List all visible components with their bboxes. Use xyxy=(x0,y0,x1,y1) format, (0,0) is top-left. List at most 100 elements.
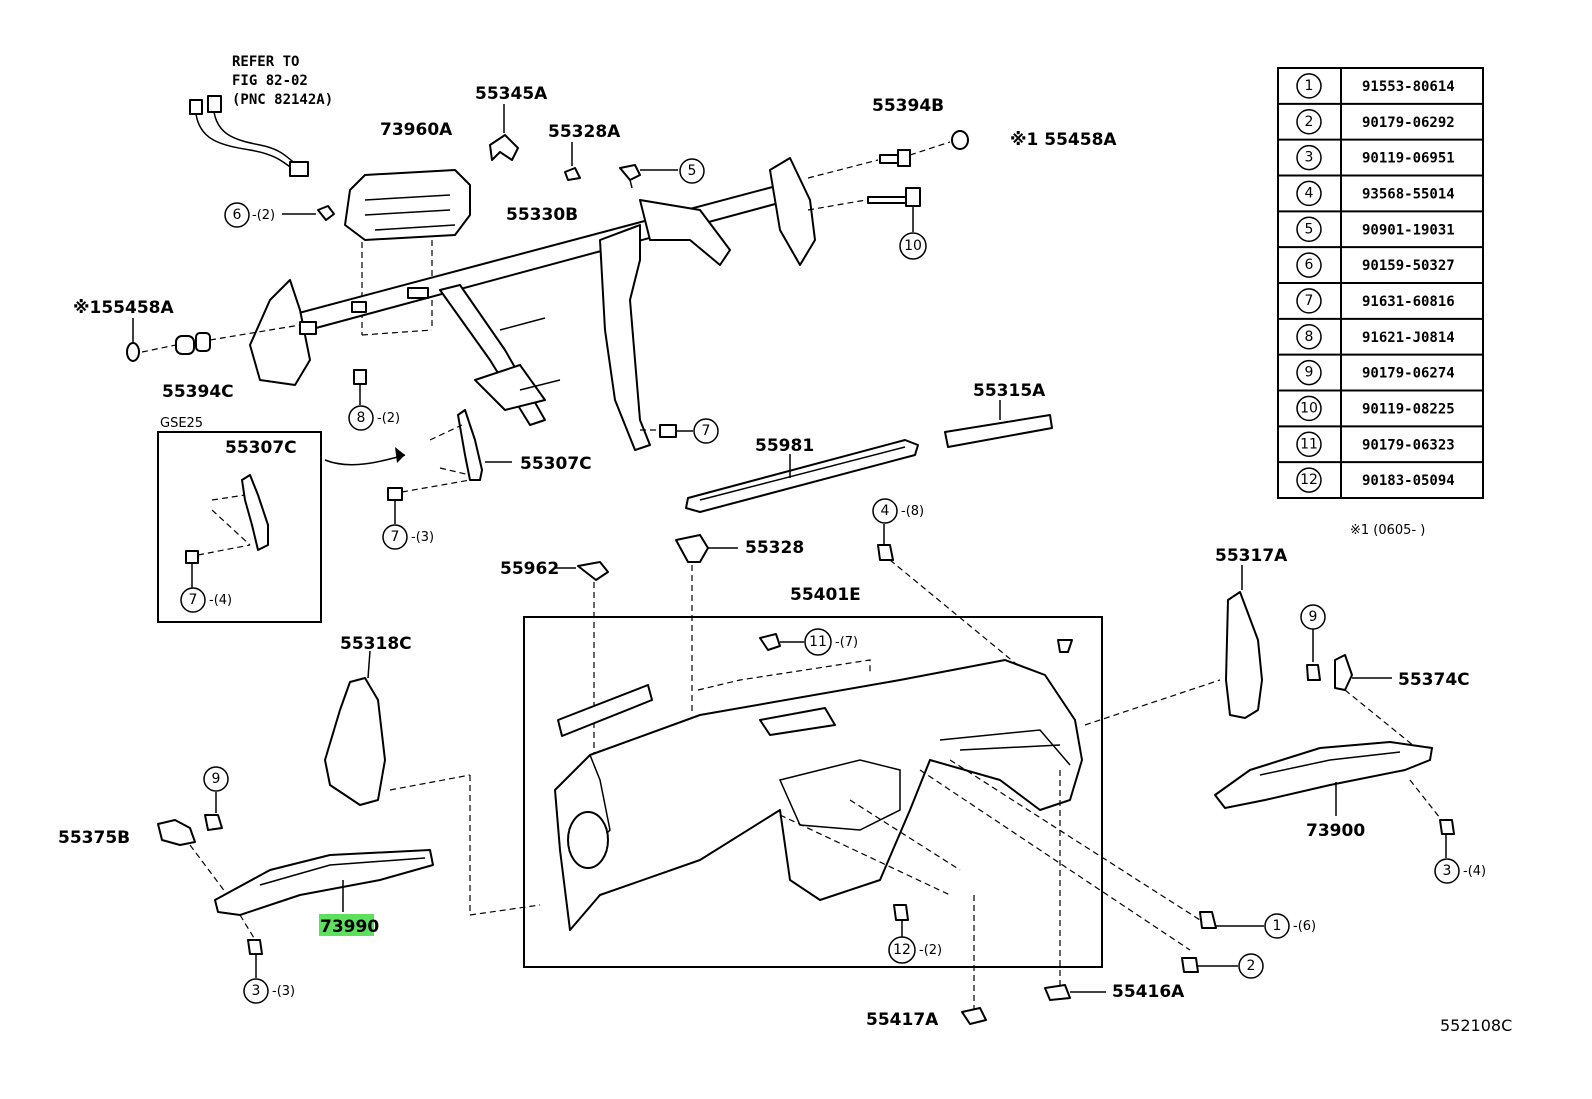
parts-table-part-number: 90179-06292 xyxy=(1362,115,1455,131)
right-end-parts-drawing xyxy=(807,130,969,232)
screw-3-right-drawing xyxy=(1409,779,1455,858)
wire-harness-drawing xyxy=(189,95,309,177)
clip-55417A-drawing xyxy=(961,895,987,1025)
callout-9-right: 9 xyxy=(1300,604,1326,630)
callout-9-left: 9 xyxy=(203,766,229,792)
part-labels: 73960A 55345A 55328A 55394B ※1 55458A 55… xyxy=(58,84,1470,1030)
clip-12-drawing xyxy=(893,904,909,938)
part-label-55328: 55328 xyxy=(745,538,804,558)
bracket-55345A-drawing xyxy=(489,104,519,161)
callout-12: 12 -(2) xyxy=(888,936,942,964)
refer-note: REFER TO FIG 82-02 (PNC 82142A) xyxy=(232,54,333,108)
callout-4: 4-(8) xyxy=(872,498,924,524)
callout-7-inset: 7-(4) xyxy=(180,587,232,613)
part-label-55981: 55981 xyxy=(755,436,814,456)
defroster-duct-55981-drawing xyxy=(685,439,919,513)
passenger-airbag-73960A-drawing xyxy=(344,169,471,336)
clip-55328-drawing xyxy=(675,534,738,712)
nut-9-right-drawing xyxy=(1306,629,1321,681)
parts-table-ref: 7 xyxy=(1305,293,1314,309)
part-label-55317A: 55317A xyxy=(1215,546,1288,566)
inset-arrowhead xyxy=(395,447,405,463)
callout-7-upper: 7 xyxy=(693,418,719,444)
callout-10: 10 xyxy=(899,232,927,260)
part-label-55375B: 55375B xyxy=(58,828,130,848)
part-label-55328A: 55328A xyxy=(548,122,621,142)
callout-2: 2 xyxy=(1238,953,1264,979)
bracket-55375B-drawing xyxy=(157,792,236,906)
part-label-73960A: 73960A xyxy=(380,120,453,140)
parts-table-part-number: 90183-05094 xyxy=(1362,473,1455,489)
callouts: 6-(2) 5 10 8-(2) 7 7-(3) 7-(4) 4-(8) 11-… xyxy=(180,158,1486,1004)
screw-5-drawing xyxy=(619,164,678,189)
part-label-55458A-right: ※1 55458A xyxy=(1010,130,1117,150)
svg-text:REFER TO: REFER TO xyxy=(232,54,299,70)
glove-box-73900-drawing xyxy=(1214,741,1433,816)
instrument-panel-reinforcement-55330B-drawing xyxy=(249,157,816,451)
parts-table-ref: 10 xyxy=(1300,400,1318,416)
screw-3-lower-drawing xyxy=(239,914,263,978)
part-label-55962: 55962 xyxy=(500,559,559,579)
parts-table-part-number: 91631-60816 xyxy=(1362,294,1455,310)
svg-text:-(7): -(7) xyxy=(835,635,858,650)
part-label-55394B: 55394B xyxy=(872,96,944,116)
part-label-55307C: 55307C xyxy=(520,454,592,474)
part-label-55374C: 55374C xyxy=(1398,670,1470,690)
svg-text:7: 7 xyxy=(391,529,400,545)
svg-text:-(2): -(2) xyxy=(919,943,942,958)
gse25-inset: GSE25 xyxy=(157,416,322,623)
pad-55315A-drawing xyxy=(944,400,1053,448)
bolt-6-drawing xyxy=(282,205,335,221)
callout-5: 5 xyxy=(679,158,705,184)
svg-text:9: 9 xyxy=(1309,609,1318,625)
svg-text:7: 7 xyxy=(702,423,711,439)
parts-table-ref: 11 xyxy=(1300,436,1318,452)
svg-text:3: 3 xyxy=(252,983,261,999)
svg-text:FIG 82-02: FIG 82-02 xyxy=(232,73,308,89)
parts-table-ref: 8 xyxy=(1305,329,1314,345)
svg-text:12: 12 xyxy=(893,942,911,958)
part-label-73900: 73900 xyxy=(1306,821,1365,841)
svg-text:-(4): -(4) xyxy=(1463,864,1486,879)
svg-text:6: 6 xyxy=(233,207,242,223)
parts-table-ref: 5 xyxy=(1305,221,1314,237)
part-label-55416A: 55416A xyxy=(1112,982,1185,1002)
nut-2-drawing xyxy=(1181,957,1238,973)
parts-table-ref: 9 xyxy=(1305,365,1314,381)
parts-table-row: 9 90179-06274 xyxy=(1278,353,1483,386)
callout-1: 1-(6) xyxy=(1264,913,1316,939)
svg-text:5: 5 xyxy=(688,163,697,179)
parts-table-row: 5 90901-19031 xyxy=(1278,210,1483,242)
parts-table-part-number: 90119-08225 xyxy=(1362,401,1455,417)
parts-table-row: 10 90119-08225 xyxy=(1278,389,1483,422)
parts-table-part-number: 90901-19031 xyxy=(1362,222,1455,238)
svg-text:-(2): -(2) xyxy=(377,411,400,426)
part-label-55345A: 55345A xyxy=(475,84,548,104)
svg-text:-(3): -(3) xyxy=(411,530,434,545)
part-label-55401E: 55401E xyxy=(790,585,861,605)
glove-box-door-73990-drawing xyxy=(214,849,434,936)
svg-text:9: 9 xyxy=(212,771,221,787)
brace-55307C-drawing xyxy=(387,409,512,524)
svg-text:8: 8 xyxy=(357,410,366,426)
part-label-55417A: 55417A xyxy=(866,1010,939,1030)
parts-table-row: 7 91631-60816 xyxy=(1278,282,1483,314)
callout-7-middle: 7 -(3) xyxy=(382,524,434,550)
svg-text:7: 7 xyxy=(189,592,198,608)
svg-text:11: 11 xyxy=(809,634,827,650)
parts-table-part-number: 91621-J0814 xyxy=(1362,330,1455,346)
parts-table-ref: 12 xyxy=(1300,472,1318,488)
bracket-bolts-drawing xyxy=(299,287,429,335)
svg-text:2: 2 xyxy=(1247,958,1256,974)
svg-text:10: 10 xyxy=(904,238,922,254)
svg-text:-(8): -(8) xyxy=(901,504,924,519)
bolt-7-upper-drawing xyxy=(640,424,693,438)
clip-55962-drawing xyxy=(555,561,609,820)
part-label-55330B: 55330B xyxy=(506,205,578,225)
clip-55328A-drawing xyxy=(564,142,581,181)
parts-table-part-number: 90179-06274 xyxy=(1362,366,1455,382)
part-label-55318C: 55318C xyxy=(340,634,412,654)
